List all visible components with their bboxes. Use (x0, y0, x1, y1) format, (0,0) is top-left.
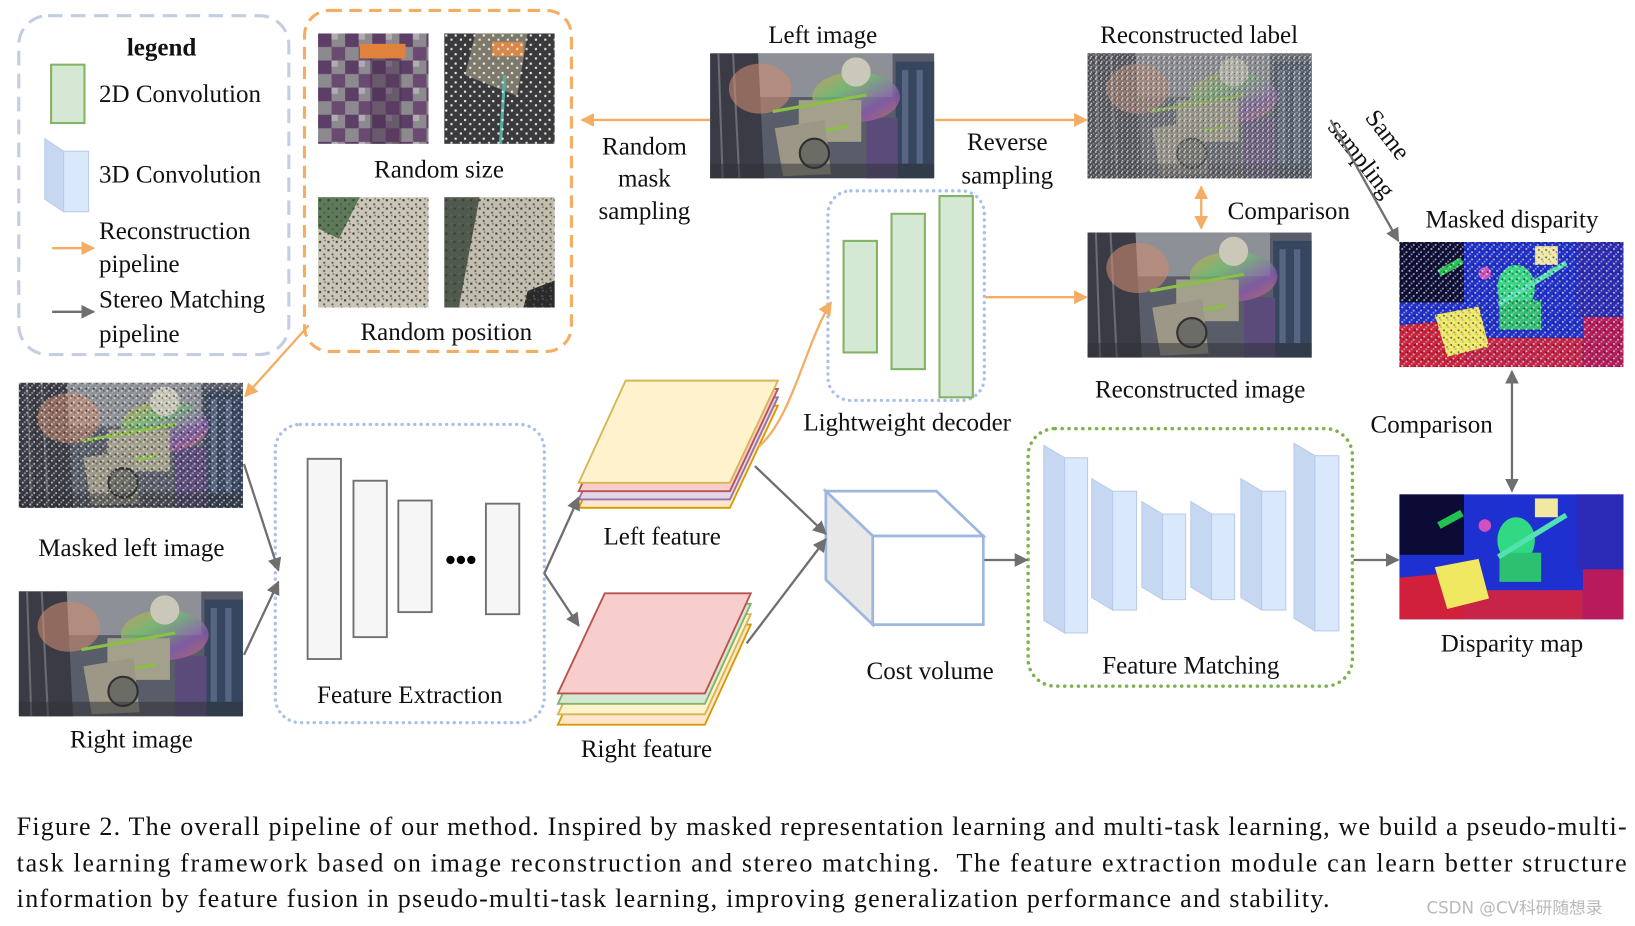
feature-extraction-label: Feature Extraction (317, 682, 503, 709)
right-image-photo (18, 591, 243, 717)
ellipsis-dots (446, 555, 476, 565)
legend-conv3d-label: 3D Convolution (99, 162, 261, 189)
legend-border (17, 14, 291, 357)
reconstructed-image-label: Reconstructed image (1095, 376, 1305, 403)
arrow-left-feature-to-cost-volume (754, 465, 827, 535)
caption-line-2: task learning framework based on image r… (17, 849, 1627, 878)
feature-matching-conv3d-block (1240, 477, 1287, 611)
feature-extraction-module (273, 422, 546, 725)
random-mask-sampling-label-line1: Random (602, 133, 687, 160)
decoder-conv2d-block (842, 239, 878, 354)
feature-extraction-block (306, 457, 342, 660)
disparity-map-label: Disparity map (1441, 631, 1583, 658)
reconstruction-comparison-label: Comparison (1228, 198, 1351, 225)
legend-panel: legend 2D Convolution 3D Convolution Rec… (17, 14, 291, 357)
feature-extraction-block (397, 499, 433, 614)
masked-disparity-label: Masked disparity (1425, 206, 1598, 233)
feature-extraction-block (484, 502, 521, 616)
arrow-left-feature-to-decoder (758, 301, 833, 448)
reverse-sampling-label-line2: sampling (961, 163, 1053, 190)
random-position-label: Random position (360, 319, 532, 346)
random-position-example-1 (318, 197, 429, 308)
left-image-photo (710, 53, 935, 179)
conv3d-legend-icon (44, 137, 90, 213)
legend-reconstruction-label-line2: pipeline (99, 251, 180, 278)
caption-line-1: Figure 2. The overall pipeline of our me… (17, 812, 1627, 841)
masked-left-image-photo (18, 382, 243, 508)
arrow-extraction-to-left-feature (543, 496, 580, 575)
legend-title: legend (127, 34, 197, 61)
reconstructed-label-label: Reconstructed label (1100, 22, 1298, 49)
reverse-sampling-label-line1: Reverse (967, 129, 1048, 156)
mask-sampling-panel: Random size Random position (302, 8, 573, 353)
lightweight-decoder-module (826, 189, 987, 403)
decoder-conv2d-block (890, 212, 926, 371)
decoder-conv2d-block (938, 195, 974, 399)
random-position-example-2 (444, 197, 555, 308)
mask-sampling-border (302, 8, 573, 353)
disparity-map-photo (1399, 494, 1623, 619)
right-image-label: Right image (70, 727, 193, 754)
feature-matching-conv3d-block (1293, 442, 1340, 632)
legend-stereo-label-line1: Stereo Matching (99, 287, 266, 314)
disparity-comparison-label: Comparison (1371, 412, 1494, 439)
random-size-example-1 (318, 33, 429, 144)
reconstruction-arrows (244, 113, 1209, 448)
watermark: CSDN @CV科研随想录 (1426, 898, 1602, 917)
arrow-same-sampling (1329, 119, 1400, 243)
feature-matching-conv3d-block (1141, 500, 1187, 601)
legend-reconstruction-label-line1: Reconstruction (99, 218, 251, 245)
feature-matching-conv3d-block (1091, 477, 1138, 611)
feature-matching-border (1026, 426, 1355, 688)
feature-matching-module (1026, 426, 1355, 688)
feature-matching-label: Feature Matching (1102, 653, 1280, 680)
legend-stereo-label-line2: pipeline (99, 321, 180, 348)
figure-caption: Figure 2. The overall pipeline of our me… (17, 812, 1627, 913)
arrow-masking-to-masked-left (244, 324, 310, 398)
random-size-example-2 (444, 33, 555, 144)
random-size-label: Random size (374, 156, 504, 183)
stereo-arrows (242, 119, 1519, 656)
conv2d-legend-icon (50, 63, 86, 125)
arrow-extraction-to-right-feature (543, 572, 580, 627)
reconstructed-label-photo (1087, 53, 1312, 179)
reconstructed-image-photo (1087, 232, 1312, 358)
masked-left-image-label: Masked left image (38, 535, 224, 562)
random-mask-sampling-label-line3: sampling (599, 198, 691, 225)
caption-line-3: information by feature fusion in pseudo-… (17, 884, 1330, 913)
left-feature-label: Left feature (603, 523, 720, 550)
right-feature-stack (556, 592, 753, 726)
lightweight-decoder-border (826, 189, 987, 403)
cost-volume-label: Cost volume (867, 658, 994, 685)
left-image-label: Left image (768, 22, 877, 49)
left-feature-stack (577, 379, 780, 509)
lightweight-decoder-label: Lightweight decoder (803, 410, 1011, 437)
feature-extraction-block (352, 479, 388, 639)
arrow-masked-left-to-extraction (242, 463, 282, 572)
feature-matching-conv3d-block (1043, 444, 1089, 634)
right-feature-label: Right feature (581, 736, 712, 763)
cost-volume-cube (822, 487, 987, 628)
arrow-right-feature-to-cost-volume (745, 538, 827, 645)
legend-conv2d-label: 2D Convolution (99, 81, 261, 108)
arrow-right-to-extraction (242, 580, 280, 656)
feature-matching-conv3d-block (1190, 500, 1236, 601)
masked-disparity-photo (1399, 242, 1624, 368)
random-mask-sampling-label-line2: mask (618, 166, 671, 193)
